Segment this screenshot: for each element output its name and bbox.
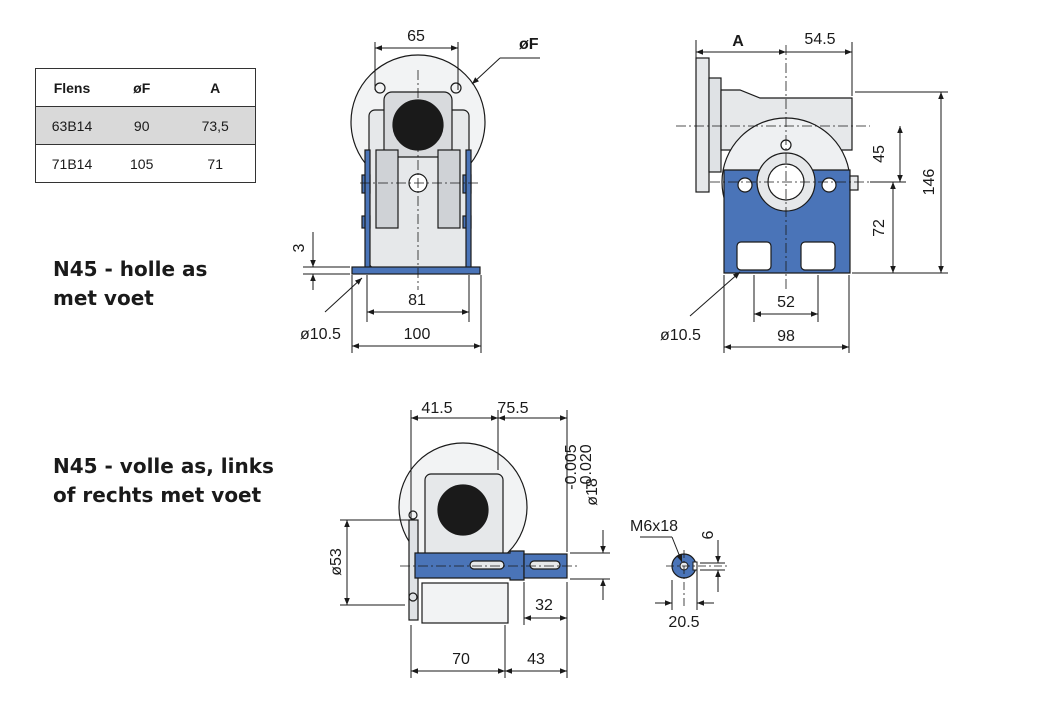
shaft-end-detail: [640, 536, 730, 610]
dim-75-5: 75.5: [497, 400, 528, 417]
hollow-side-dims: [689, 40, 948, 353]
tolerance-upper: -0.005: [563, 444, 580, 489]
table-header-row: Flens øF A: [35, 68, 256, 107]
table-cell: 73,5: [175, 106, 256, 145]
header-flens: Flens: [35, 68, 108, 107]
dim-a-label: A: [732, 33, 744, 50]
hollow-front-view: [350, 54, 486, 290]
dim-53: ø53: [328, 548, 345, 576]
solid-shaft-dims: [340, 410, 610, 678]
table-cell: 105: [130, 155, 154, 172]
caption-line: met voet: [53, 286, 154, 310]
dim-hole-front: ø10.5: [300, 326, 341, 343]
header-f: øF: [108, 68, 176, 107]
table-row: 63B14 90 73,5: [35, 106, 256, 145]
dim-100: 100: [404, 326, 431, 343]
dim-43: 43: [527, 651, 545, 668]
dim-41-5: 41.5: [421, 400, 452, 417]
dim-81: 81: [408, 292, 426, 309]
dim-70: 70: [452, 651, 470, 668]
dim-52: 52: [777, 294, 795, 311]
thread-label: M6x18: [630, 518, 678, 535]
table-cell: 71B14: [51, 155, 93, 172]
dim-3: 3: [291, 243, 308, 252]
flange-table: Flens øF A 63B14 90 73,5 71B14 105 71: [35, 68, 256, 183]
hollow-side-view: [676, 45, 870, 290]
hollow-front-dims: [303, 42, 540, 353]
dim-146: 146: [921, 169, 938, 196]
tolerance-lower: -0.020: [578, 444, 595, 489]
caption-line: N45 - volle as, links: [53, 454, 274, 478]
dim-20-5: 20.5: [668, 614, 699, 631]
table-cell: 71: [207, 155, 223, 172]
table-row: 71B14 105 71: [36, 145, 256, 183]
caption-line: N45 - holle as: [53, 257, 208, 281]
dim-45: 45: [871, 145, 888, 163]
dim-6: 6: [700, 530, 717, 539]
table-cell: 63B14: [35, 106, 108, 145]
dim-f-label: øF: [519, 36, 539, 53]
dim-65: 65: [407, 28, 425, 45]
header-a: A: [175, 68, 256, 107]
caption-line: of rechts met voet: [53, 483, 262, 507]
solid-shaft-view: [398, 442, 580, 624]
table-cell: 90: [108, 106, 176, 145]
dim-72: 72: [871, 219, 888, 237]
solid-shaft-caption: N45 - volle as, links of rechts met voet: [53, 452, 274, 510]
dim-98: 98: [777, 328, 795, 345]
dim-18: ø18: [584, 478, 601, 506]
dim-hole-side: ø10.5: [660, 327, 701, 344]
dim-32: 32: [535, 597, 553, 614]
hollow-shaft-caption: N45 - holle as met voet: [53, 255, 207, 313]
dim-54-5: 54.5: [804, 31, 835, 48]
